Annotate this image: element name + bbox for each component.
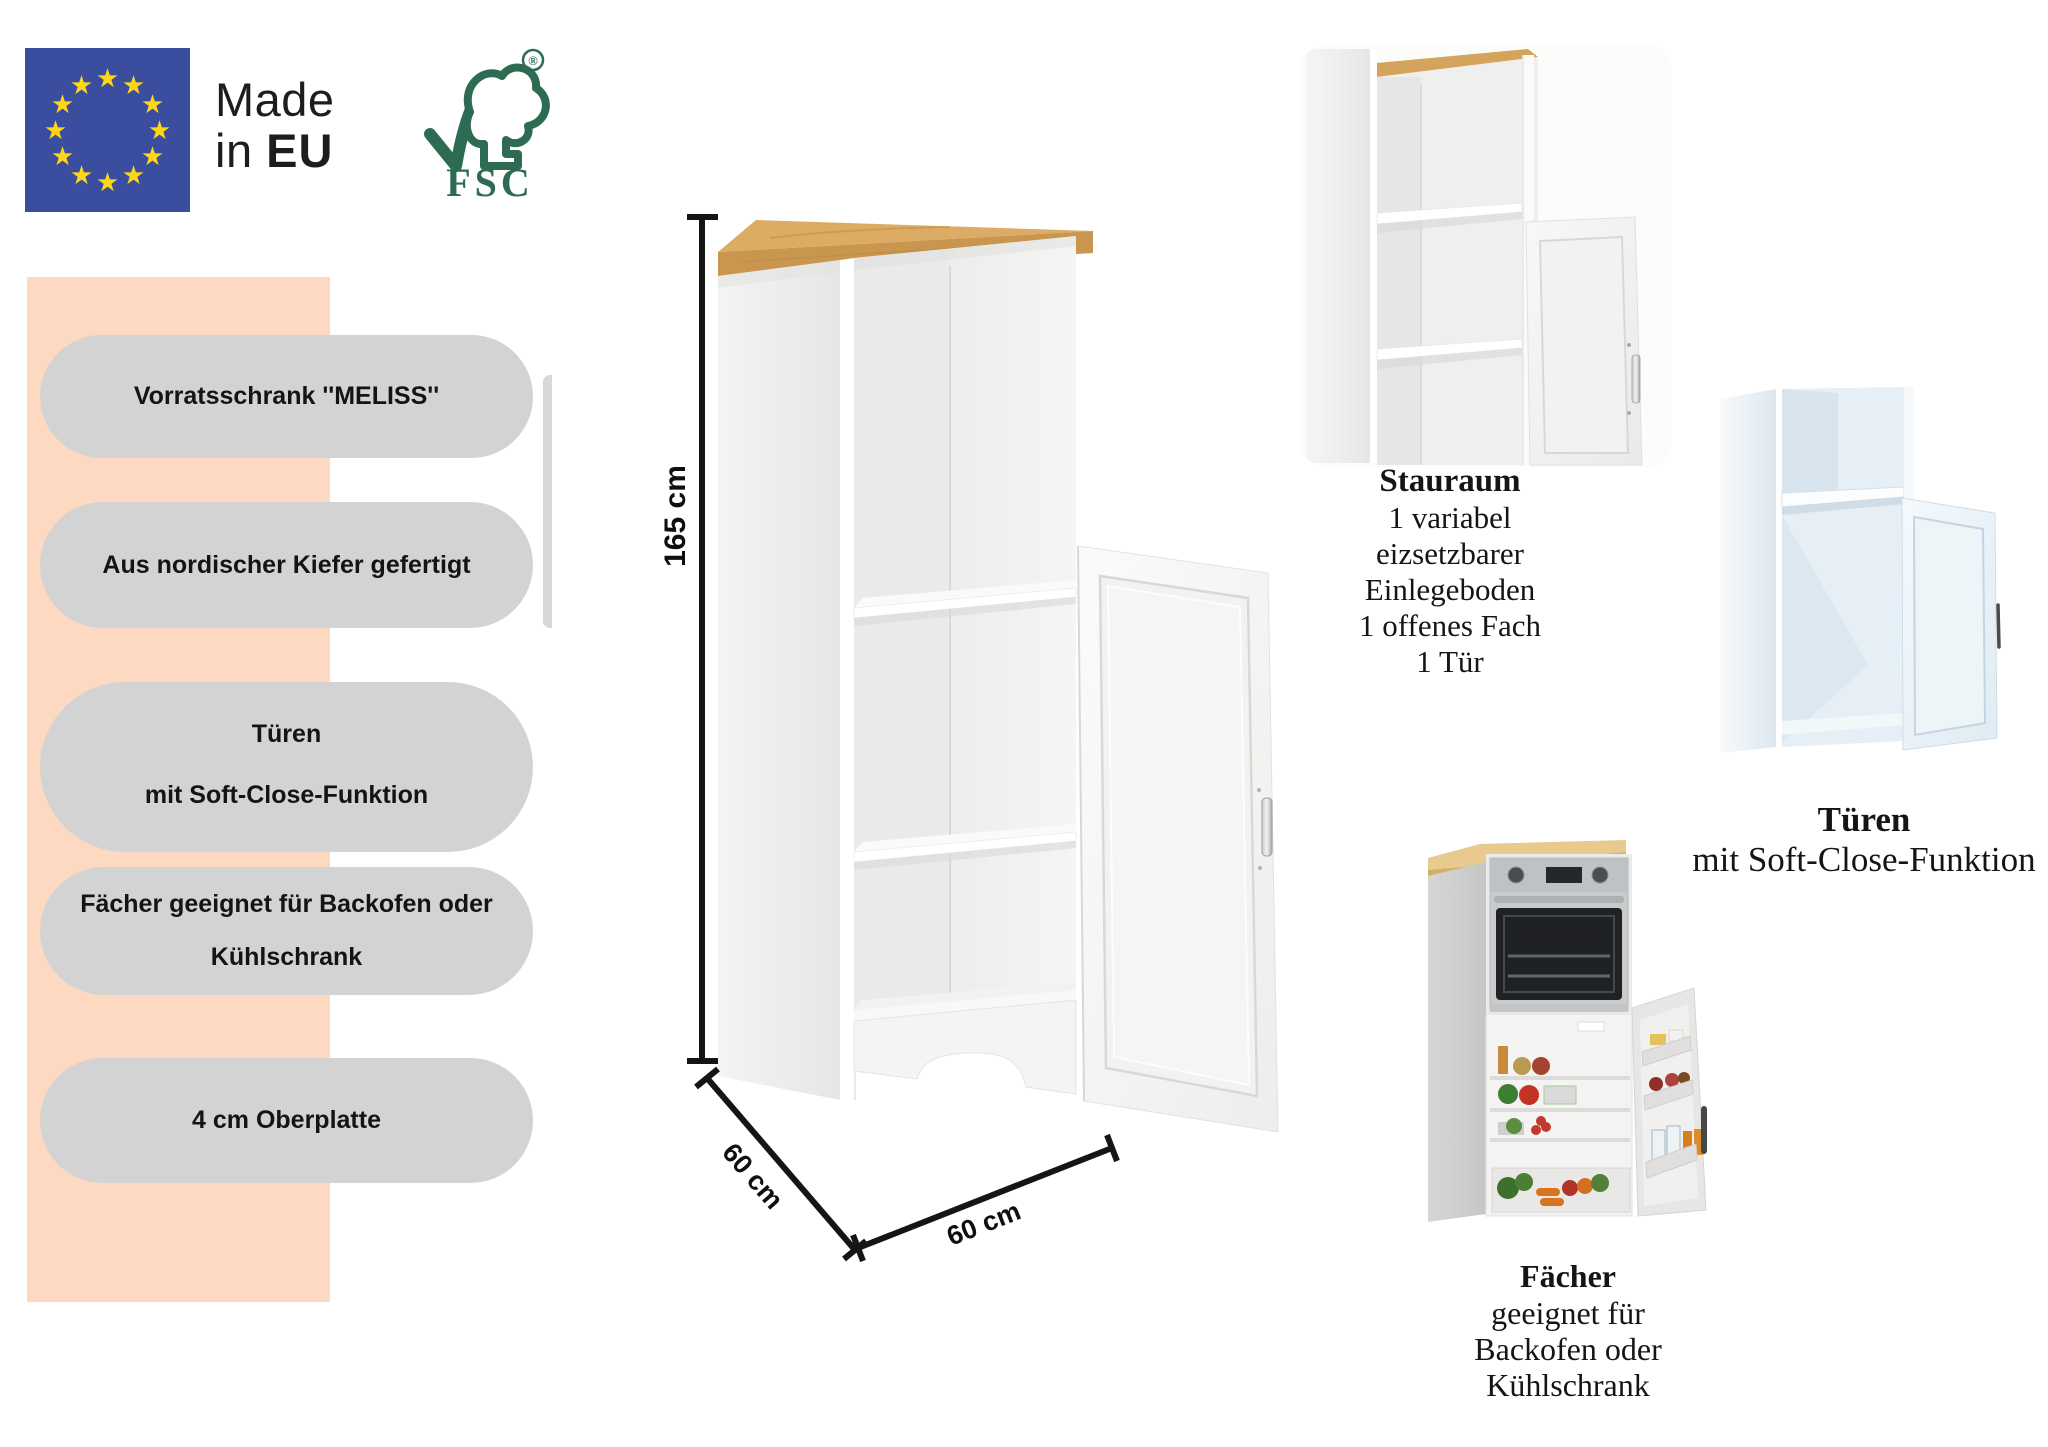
stauraum-line: 1 Tür [1416,644,1484,679]
feature-pill-doors: Türen mit Soft-Close-Funktion [40,682,533,852]
depth-dimension-label: 60 cm [716,1137,789,1214]
svg-text:★: ★ [70,161,93,191]
stauraum-line: eizsetzbarer [1376,536,1524,571]
svg-text:★: ★ [70,71,93,101]
wood-top [1377,49,1538,77]
svg-text:★: ★ [96,168,119,198]
tueren-caption: Türen mit Soft-Close-Funktion [1688,800,2040,880]
made-label: Made [215,73,335,126]
tueren-title: Türen [1817,800,1911,839]
feature-pill-material: Aus nordischer Kiefer gefertigt [40,502,533,628]
faecher-caption: Fächer geeignet für Backofen oder Kühlsc… [1418,1258,1718,1403]
feature-text: 4 cm Oberplatte [192,1106,381,1134]
photo-edge-artifact [543,375,552,628]
svg-text:★: ★ [51,142,74,172]
svg-text:★: ★ [148,116,171,146]
svg-text:★: ★ [122,161,145,191]
door-handle [1261,797,1273,857]
made-in-eu-line1: Made [215,74,335,125]
svg-text:★: ★ [122,71,145,101]
cabinet-side-panel [718,260,840,1100]
height-dimension-line [687,214,718,1064]
cabinet-interior [854,236,1076,1044]
in-label: in [215,124,267,177]
faecher-title: Fächer [1520,1258,1616,1294]
svg-text:★: ★ [141,142,164,172]
feature-pill-top: 4 cm Oberplatte [40,1058,533,1183]
door-handle [1631,354,1641,404]
made-in-eu-line2: in EU [215,125,335,176]
faecher-line: geeignet für [1491,1295,1645,1331]
feature-text: Vorratsschrank ''MELISS'' [133,382,440,410]
stauraum-line: Einlegeboden [1364,572,1536,607]
svg-text:★: ★ [96,64,119,94]
eu-label: EU [266,124,334,177]
fsc-tree-icon: ® FSC [424,48,550,205]
tueren-line: mit Soft-Close-Funktion [1692,840,2036,879]
cabinet-door-open [1525,216,1643,466]
fridge-interior [1485,1013,1633,1217]
eu-stars-icon: ★★ ★★ ★★ ★★ ★★ ★★ [44,64,171,198]
feature-pill-compartments: Fächer geeignet für Backofen oder Kühlsc… [40,867,533,995]
oven [1489,857,1629,1012]
feature-text: Aus nordischer Kiefer gefertigt [102,550,471,579]
stauraum-title: Stauraum [1379,463,1521,499]
stauraum-cabinet-zoom [1306,49,1643,466]
fridge-door-open [1631,987,1707,1217]
stauraum-image [1300,45,1672,467]
made-in-eu-label: Made in EU [215,74,335,176]
feature-text: Kühlschrank [210,943,363,971]
feature-text: mit Soft-Close-Funktion [144,781,429,809]
faecher-line: Backofen oder [1474,1331,1662,1367]
cabinet-side-panel [1720,389,1776,753]
faecher-line: Kühlschrank [1486,1367,1650,1403]
registered-icon: ® [528,53,538,68]
cabinet-door-open [1077,545,1279,1133]
svg-text:★: ★ [44,116,67,146]
width-dimension-label: 60 cm [943,1196,1025,1252]
cabinet-side-panel [1428,862,1486,1222]
cabinet-door-open [1901,497,2001,751]
feature-pill-title: Vorratsschrank ''MELISS'' [40,335,533,458]
faecher-image [1428,840,1707,1222]
svg-text:★: ★ [141,90,164,120]
width-dimension-line [850,1133,1120,1263]
svg-text:★: ★ [51,90,74,120]
shelf [853,824,1077,870]
stauraum-line: 1 offenes Fach [1359,608,1541,643]
oven-handle [1494,896,1624,903]
tueren-image [1720,387,2001,753]
product-cabinet-image: 165 cm 60 cm 60 cm [659,214,1279,1263]
feature-text: Fächer geeignet für Backofen oder [80,890,493,918]
shelf [853,580,1077,626]
stauraum-line: 1 variabel [1388,500,1512,535]
oven-display [1546,867,1582,883]
stauraum-caption: Stauraum 1 variabel eizsetzbarer Einlege… [1300,462,1600,680]
feature-text: Türen [251,720,322,748]
fsc-logo: ® FSC [420,46,560,205]
fsc-label: FSC [446,160,534,204]
height-dimension-label: 165 cm [659,465,692,567]
door-handle [1701,1106,1707,1154]
cabinet-plinth [853,982,1077,1095]
door-handle [1996,603,2001,649]
eu-flag: ★★ ★★ ★★ ★★ ★★ ★★ [25,48,190,212]
